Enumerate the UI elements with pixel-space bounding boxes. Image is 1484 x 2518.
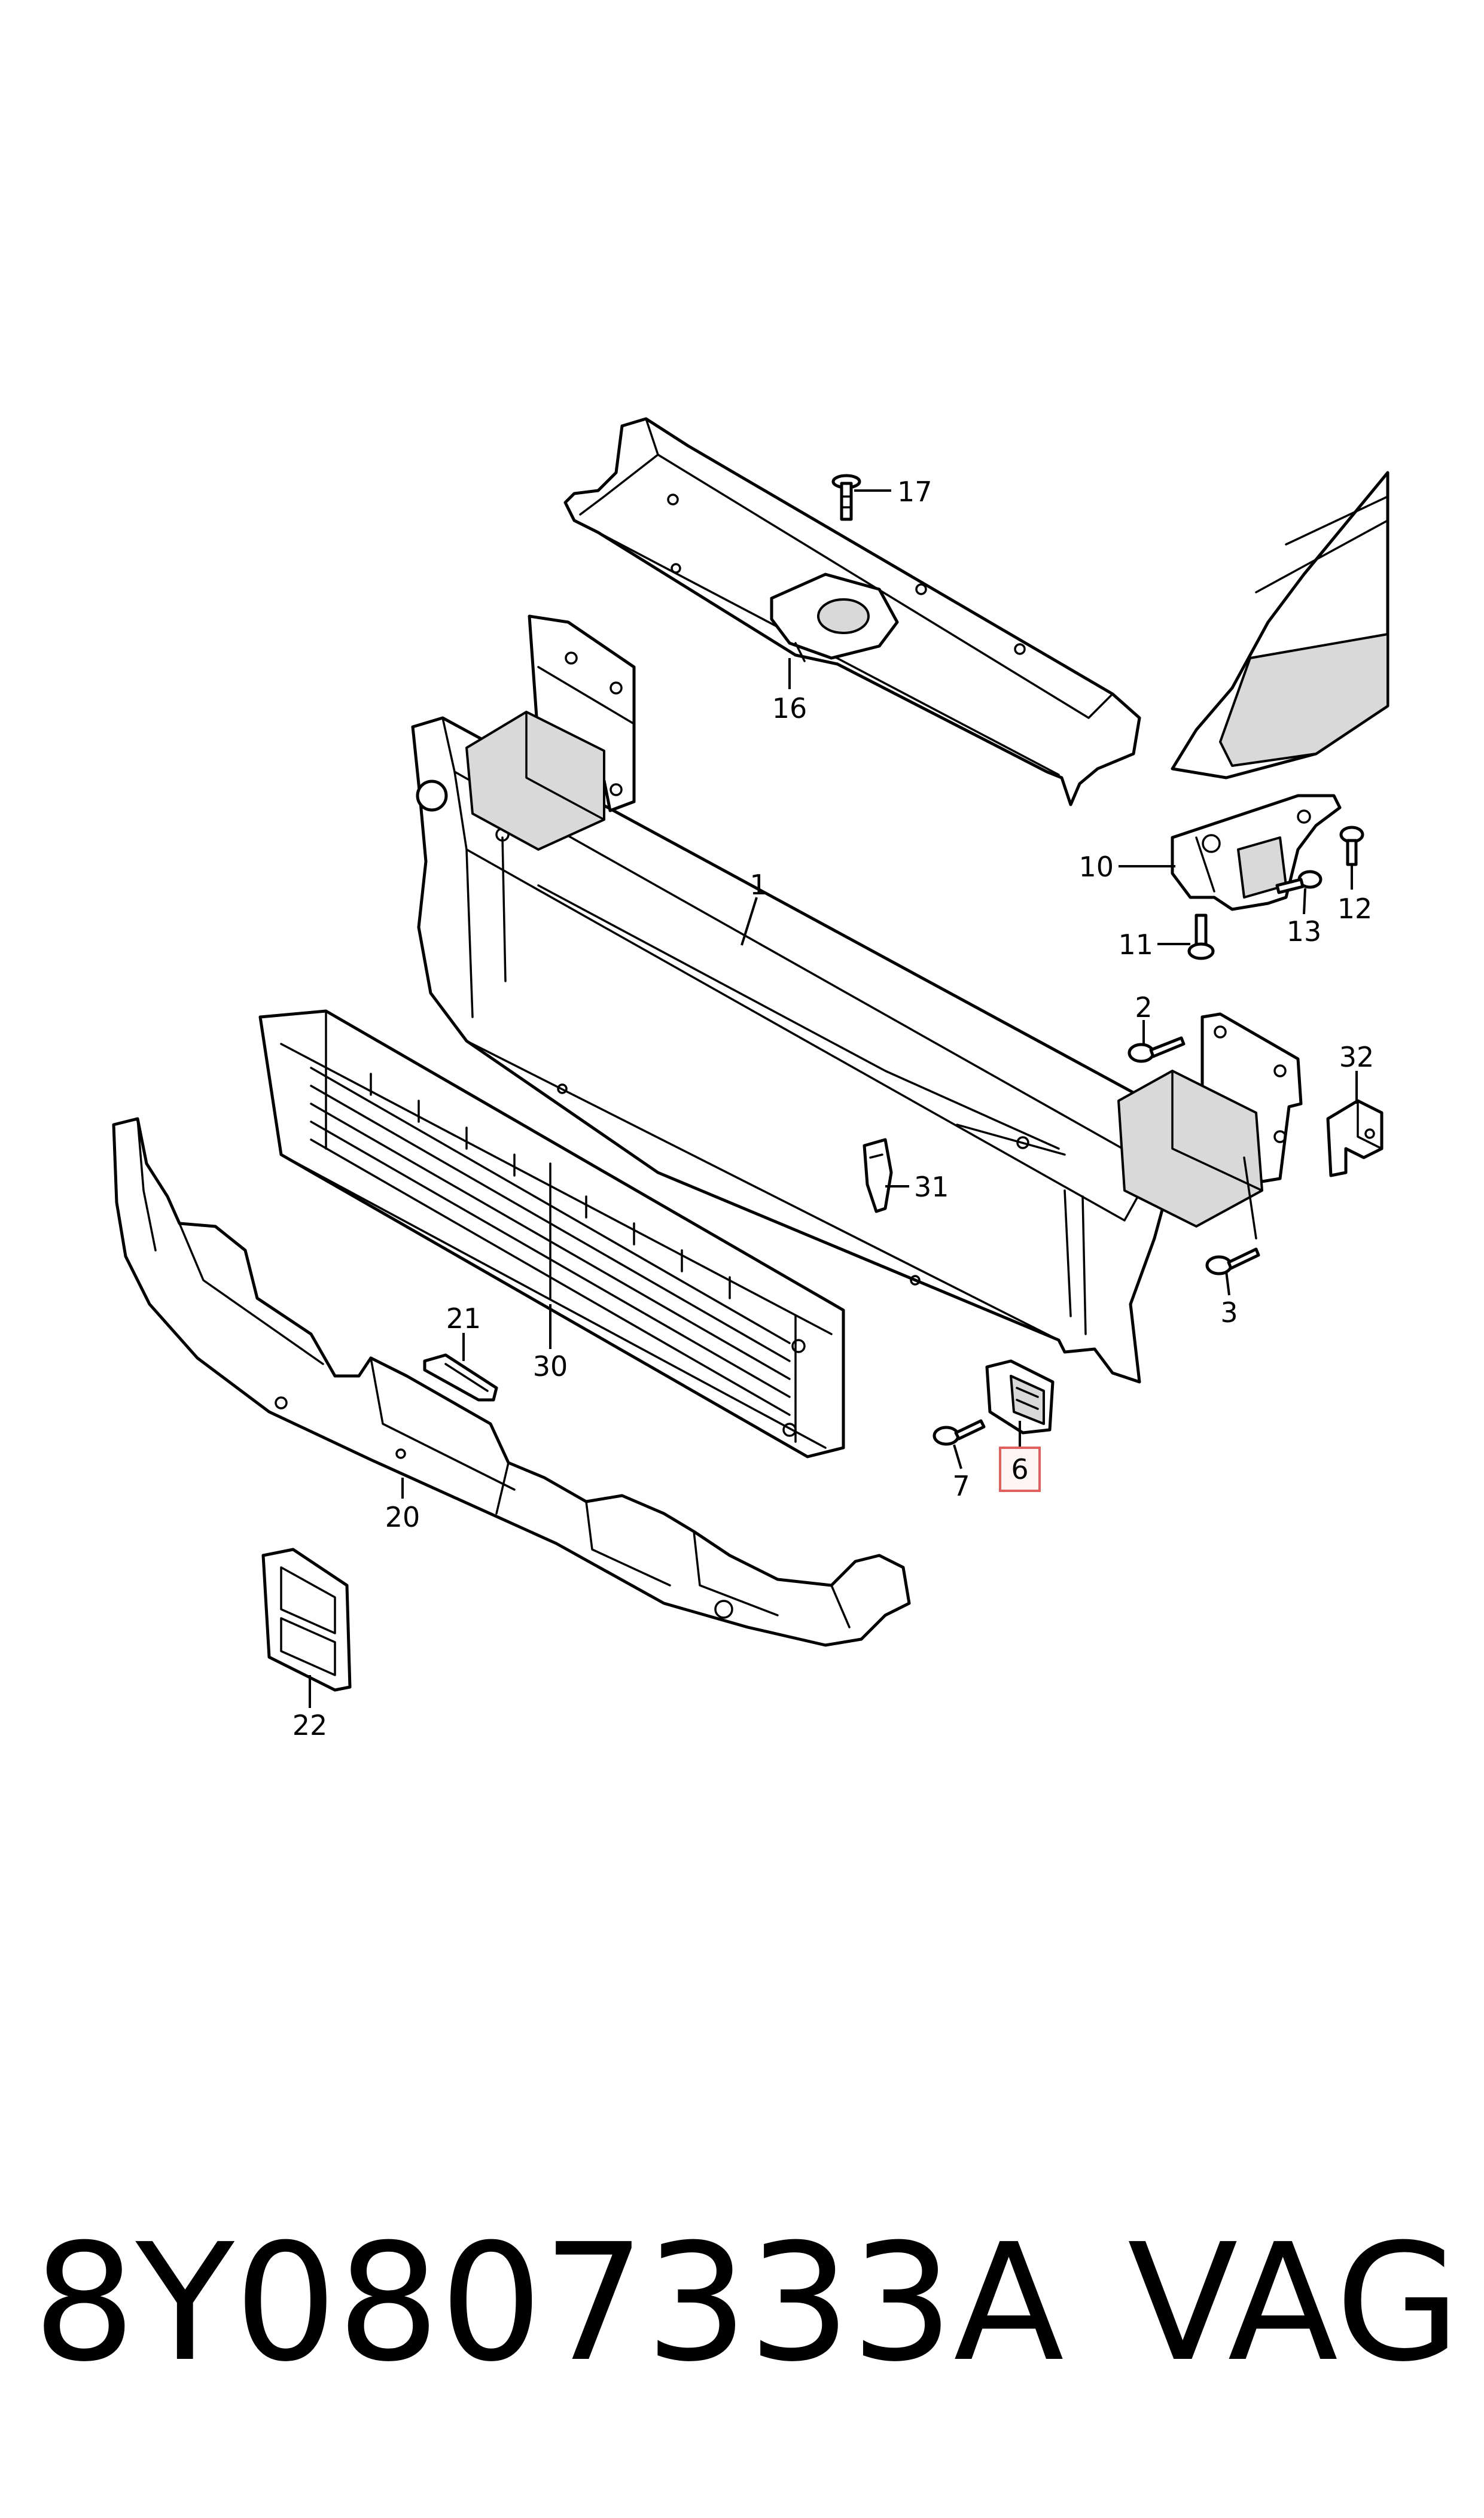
clip-part-31 xyxy=(863,1138,893,1213)
air-shutter-part-30 xyxy=(258,1009,845,1459)
callout-32: 32 xyxy=(1339,1041,1375,1073)
guide-bracket-part-6 xyxy=(985,1359,1055,1435)
callout-6: 6 xyxy=(1011,1453,1028,1485)
callout-31: 31 xyxy=(914,1171,949,1203)
impact-absorber-part-20 xyxy=(112,1117,911,1647)
screw-part-2 xyxy=(1128,1036,1186,1063)
screw-part-3 xyxy=(1205,1247,1260,1275)
left-side-bracket xyxy=(465,614,636,851)
bolt-part-13 xyxy=(1275,870,1323,894)
bolt-part-12 xyxy=(1339,826,1364,866)
callout-7: 7 xyxy=(952,1470,970,1502)
callout-11: 11 xyxy=(1118,928,1153,961)
callout-1: 1 xyxy=(749,869,767,901)
bolt-part-11 xyxy=(1187,914,1215,960)
callout-6-highlight-box xyxy=(999,1447,1041,1492)
callout-20: 20 xyxy=(385,1501,420,1533)
callout-22: 22 xyxy=(292,1709,328,1741)
clamp-part-32 xyxy=(1326,1099,1384,1177)
part-number-text: 8Y0807333A xyxy=(33,2209,1064,2397)
callout-labels: 1 2 3 6 7 10 11 12 13 16 17 20 21 22 30 … xyxy=(292,476,1375,1741)
right-side-bracket xyxy=(1117,1012,1303,1240)
upper-air-guide-part-16 xyxy=(563,417,1141,806)
callout-30: 30 xyxy=(533,1350,568,1383)
headlight-housing xyxy=(1171,471,1389,780)
retaining-strip-part-21 xyxy=(423,1353,498,1402)
callout-21: 21 xyxy=(446,1302,482,1335)
callout-16: 16 xyxy=(772,692,807,724)
mounting-pad-part-22 xyxy=(261,1548,352,1692)
callout-12: 12 xyxy=(1337,893,1373,925)
callout-17: 17 xyxy=(897,476,933,508)
headlight-bracket-part-10 xyxy=(1171,794,1342,911)
leader-lines xyxy=(309,489,1358,1708)
lock-carrier-part-1 xyxy=(411,716,1174,1384)
callout-13: 13 xyxy=(1287,915,1322,948)
callout-2: 2 xyxy=(1135,991,1152,1024)
brand-text: VAG xyxy=(1128,2209,1461,2397)
rivet-clip-part-17 xyxy=(831,474,861,521)
screw-part-7 xyxy=(933,1419,986,1446)
callout-10: 10 xyxy=(1078,851,1114,883)
callout-3: 3 xyxy=(1220,1296,1238,1329)
